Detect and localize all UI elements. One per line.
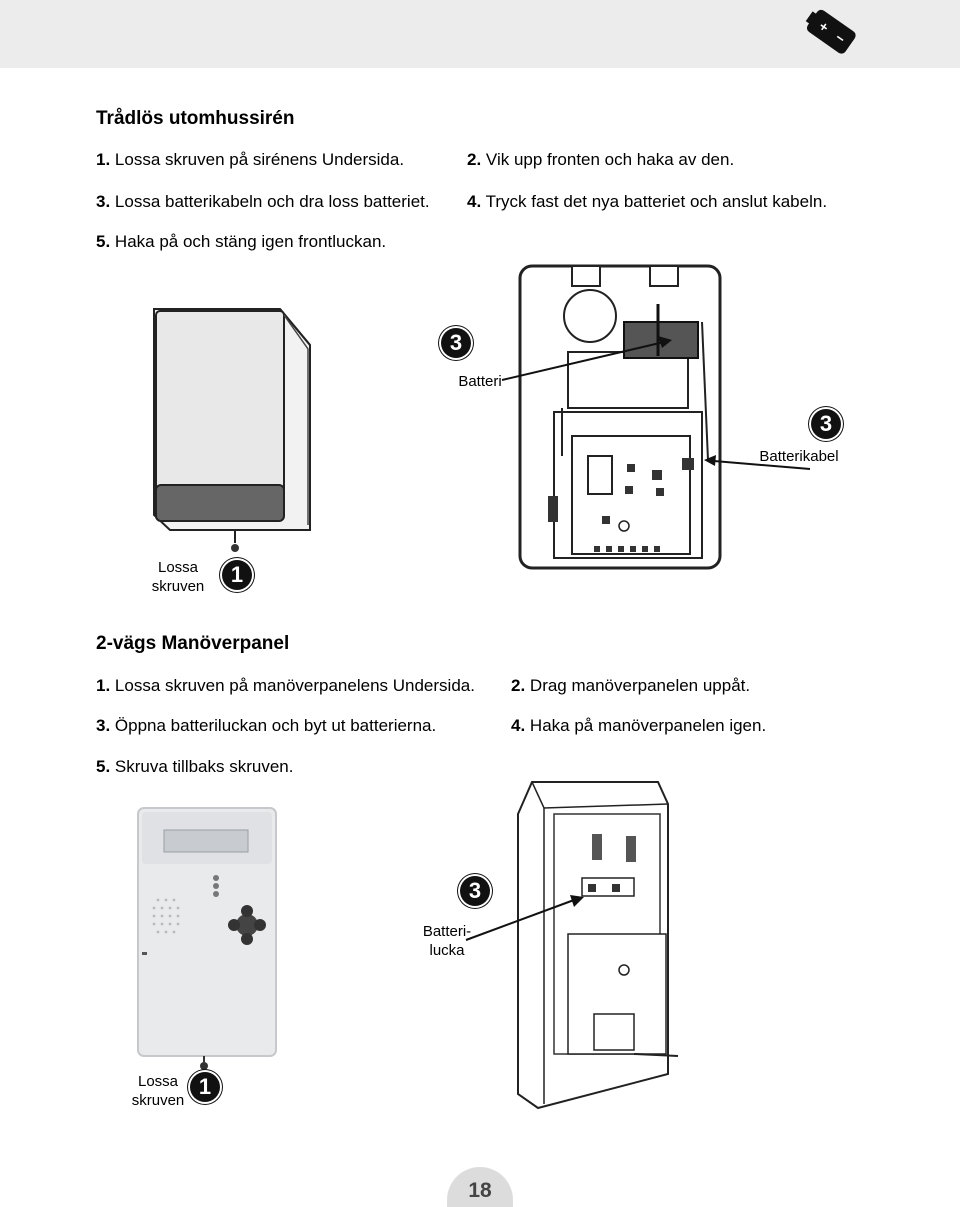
step-3-badge: 3 <box>441 328 471 358</box>
siren-step-3: 3. Lossa batterikabeln och dra loss batt… <box>96 192 430 211</box>
panel-step-2: 2. Drag manöverpanelen uppåt. <box>511 676 751 695</box>
siren-step-1: 1. Lossa skruven på sirénens Undersida. <box>96 150 405 169</box>
step-3-badge-cable: 3 <box>811 409 841 439</box>
panel-step-4: 4. Haka på manöverpanelen igen. <box>511 716 767 735</box>
panel-step-1: 1. Lossa skruven på manöverpanelens Unde… <box>96 676 475 695</box>
page-number: 18 <box>468 1179 492 1202</box>
control-panel-front-illustration <box>137 807 277 1070</box>
step-1-badge: 1 <box>222 560 252 590</box>
siren-step-4: 4. Tryck fast det nya batteriet och ansl… <box>467 192 828 211</box>
panel-step-3-badge: 3 <box>460 876 490 906</box>
battery-icon: + − <box>805 9 856 54</box>
battery-hatch-pointer-arrow <box>465 895 584 941</box>
page-number-tab: 18 <box>447 1167 513 1207</box>
panel-step-1-badge: 1 <box>190 1072 220 1102</box>
battery-hatch-label: Batteri-lucka <box>422 923 472 959</box>
battery-label: Batteri <box>458 373 502 390</box>
siren-step-5: 5. Haka på och stäng igen frontluckan. <box>96 232 387 251</box>
siren-exterior-illustration <box>153 308 311 552</box>
header-bar <box>0 0 960 68</box>
siren-interior-illustration <box>518 264 722 570</box>
control-panel-back-illustration <box>517 781 679 1110</box>
siren-section-title: Trådlös utomhussirén <box>96 108 295 129</box>
battery-cable-label: Batterikabel <box>759 448 839 465</box>
panel-section-title: 2-vägs Manöverpanel <box>96 633 290 654</box>
panel-step-3: 3. Öppna batteriluckan och byt ut batter… <box>96 716 437 735</box>
battery-cable-pointer-arrow <box>704 455 811 470</box>
siren-step-2: 2. Vik upp fronten och haka av den. <box>467 150 735 169</box>
panel-step-5: 5. Skruva tillbaks skruven. <box>96 757 294 776</box>
battery-pointer-arrow <box>501 336 672 381</box>
